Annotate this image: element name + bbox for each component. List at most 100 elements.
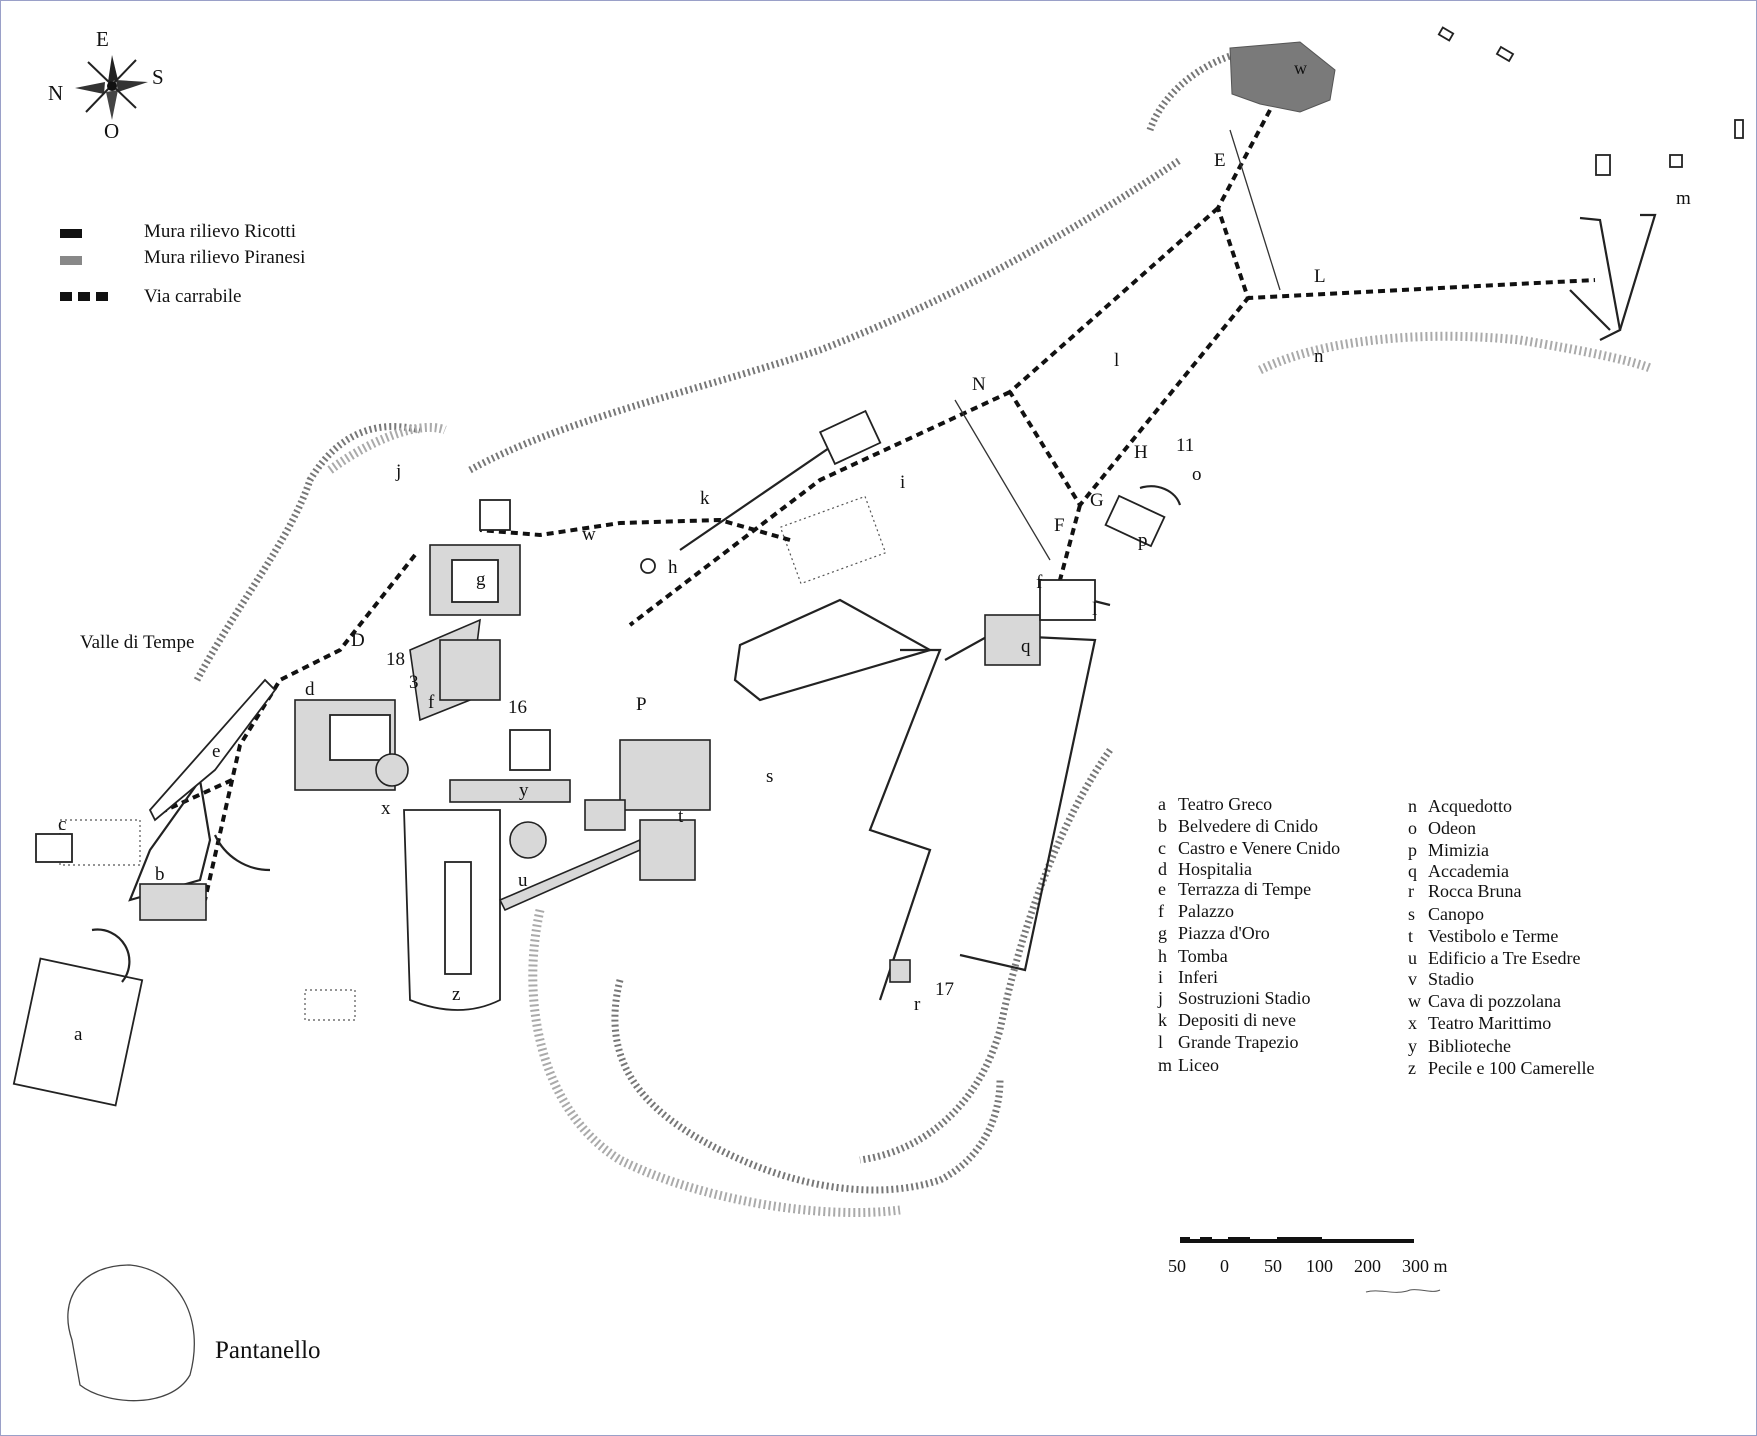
pantanello-outline [67,1264,195,1402]
teatro-marittimo-round [375,753,409,787]
label-q: q [1021,636,1031,657]
scale-tick: 50 [1168,1256,1186,1276]
key-letter: a [1158,794,1166,814]
road-cava-to-liceo [1215,109,1596,301]
label-f: f [428,692,435,713]
scale-bar-line [1180,1239,1414,1243]
key-letter: s [1408,904,1415,924]
author-signature [1365,1289,1441,1293]
label-N: N [972,374,986,395]
wall-canopo-east [868,648,942,1001]
slope-east-valley [859,747,1113,1164]
key-letter: t [1408,926,1413,946]
legend-label-ricotti: Mura rilievo Ricotti [144,221,296,242]
label-g: g [476,569,486,590]
label-a: a [74,1024,83,1045]
label-L: L [1314,266,1326,287]
terrazza-tempe [148,678,277,822]
scale-bar-seg [1228,1237,1250,1240]
walls [128,129,1657,1001]
key-letter: l [1158,1032,1163,1052]
key-name: Odeon [1428,818,1476,838]
scale-tick: 100 [1306,1256,1333,1276]
key-name: Rocca Bruna [1428,881,1521,901]
key-name: Grande Trapezio [1178,1032,1298,1052]
hospitalia-court [329,714,391,761]
belvedere-cnido [139,883,207,921]
compass-needle-south [116,80,148,92]
key-letter: r [1408,881,1414,901]
scale-tick: 50 [1264,1256,1282,1276]
key-letter: j [1157,988,1163,1008]
scale-bar-seg [1277,1237,1322,1240]
buildings [12,26,1744,1402]
accademia-block [984,614,1041,666]
key-name: Piazza d'Oro [1178,923,1270,943]
teatro-greco [12,957,144,1107]
k-building [818,409,882,466]
biblioteche-block [449,779,571,803]
key-name: Depositi di neve [1178,1010,1296,1030]
legend-swatch-road-1 [60,292,72,301]
label-o: o [1192,464,1202,485]
rocca-bruna [889,959,911,983]
label-z: z [452,984,460,1005]
pecile-pool [444,861,472,975]
key-letter: q [1408,861,1417,881]
label-j: j [395,461,401,482]
label-l: l [1114,350,1119,371]
key-left-column: a Teatro Greco b Belvedere di Cnido c Ca… [1157,794,1340,1075]
mimizia [1104,494,1166,548]
compass-label-south: S [152,65,164,89]
label-m: m [1676,188,1691,209]
key-letter: f [1158,901,1164,921]
scale-bar-seg [1180,1237,1190,1240]
key-name: Liceo [1178,1055,1219,1075]
key-name: Acquedotto [1428,796,1512,816]
label-D: D [351,630,365,651]
key-right-column: n Acquedotto o Odeon p Mimizia q Accadem… [1408,796,1594,1078]
key-name: Castro e Venere Cnido [1178,838,1340,858]
key-name: Pecile e 100 Camerelle [1428,1058,1594,1078]
wall-accademia [944,633,1097,972]
key-letter: v [1408,969,1417,989]
key-letter: o [1408,818,1417,838]
wall-E [1229,129,1281,291]
label-r: r [914,994,921,1015]
key-name: Belvedere di Cnido [1178,816,1318,836]
key-name: Terrazza di Tempe [1178,879,1311,899]
map-labels: a b c d e f f g h i j k l l m n o p q r … [58,58,1691,1045]
key-name: Cava di pozzolana [1428,991,1561,1011]
label-s: s [766,766,773,787]
wall-acquedotto-end [1569,289,1611,331]
odeon [1139,485,1182,506]
key-letter: z [1408,1058,1416,1078]
label-11: 11 [1176,435,1194,456]
key-letter: k [1158,1010,1167,1030]
key-letter: e [1158,879,1166,899]
palazzo-f [439,639,501,701]
slope-valle-tempe [193,423,421,682]
key-letter: g [1158,923,1167,943]
label-k: k [700,488,710,509]
label-c: c [58,814,66,835]
slope-north-ridge [468,157,1182,474]
label-t: t [678,806,684,827]
key-letter: y [1408,1036,1417,1056]
key-letter: i [1158,967,1163,987]
terrain-hatching [59,41,1652,1218]
label-y: y [519,780,529,801]
wall-liceo [1579,216,1622,341]
wall-N [954,399,1051,561]
place-pantanello: Pantanello [215,1337,321,1364]
compass-label-west: O [104,119,119,143]
compass-rose: E N S O [48,27,164,143]
pecile-grid [304,989,356,1021]
road-west [203,553,417,901]
roads [154,109,1596,901]
compass-label-north: N [48,81,63,105]
label-w: w [582,524,596,545]
label-i: i [900,472,905,493]
